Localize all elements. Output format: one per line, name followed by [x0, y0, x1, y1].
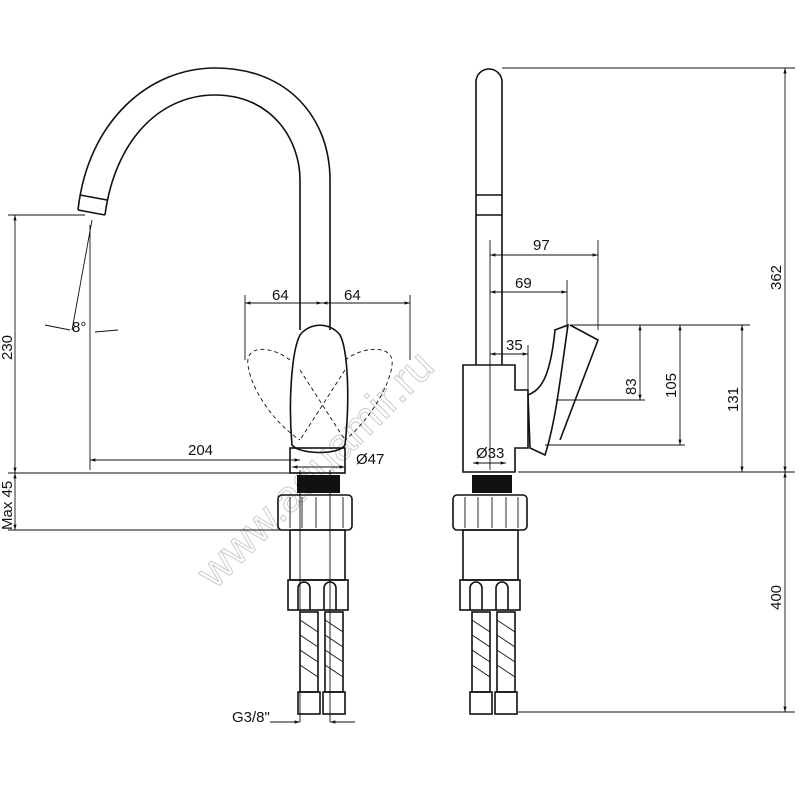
- front-view-faucet: [77, 67, 393, 715]
- dim-69: 69: [515, 275, 532, 292]
- dim-diameter-47: Ø47: [356, 451, 384, 468]
- dim-83: 83: [623, 378, 640, 395]
- dim-thread: G3/8": [232, 709, 270, 726]
- dim-131: 131: [725, 387, 742, 412]
- dim-400: 400: [768, 585, 785, 610]
- watermark: www.aquamir.ru: [187, 341, 444, 598]
- dim-64-left: 64: [272, 287, 289, 304]
- dim-angle: 8°: [72, 319, 86, 336]
- dim-97: 97: [533, 237, 550, 254]
- dim-204: 204: [188, 442, 213, 459]
- dim-35: 35: [506, 337, 523, 354]
- side-view-dimensions: 97 69 35 83 105 131 Ø33 362 400: [473, 67, 795, 713]
- dim-230: 230: [0, 335, 16, 360]
- side-view-faucet: [452, 68, 599, 715]
- dim-64-right: 64: [344, 287, 361, 304]
- dim-max-45: Max 45: [0, 481, 16, 530]
- dim-362: 362: [768, 265, 785, 290]
- dim-105: 105: [663, 373, 680, 398]
- front-view-dimensions: 230 Max 45 8° 64 64 204 Ø47 G3/8": [0, 214, 411, 726]
- dim-diameter-33: Ø33: [476, 445, 504, 462]
